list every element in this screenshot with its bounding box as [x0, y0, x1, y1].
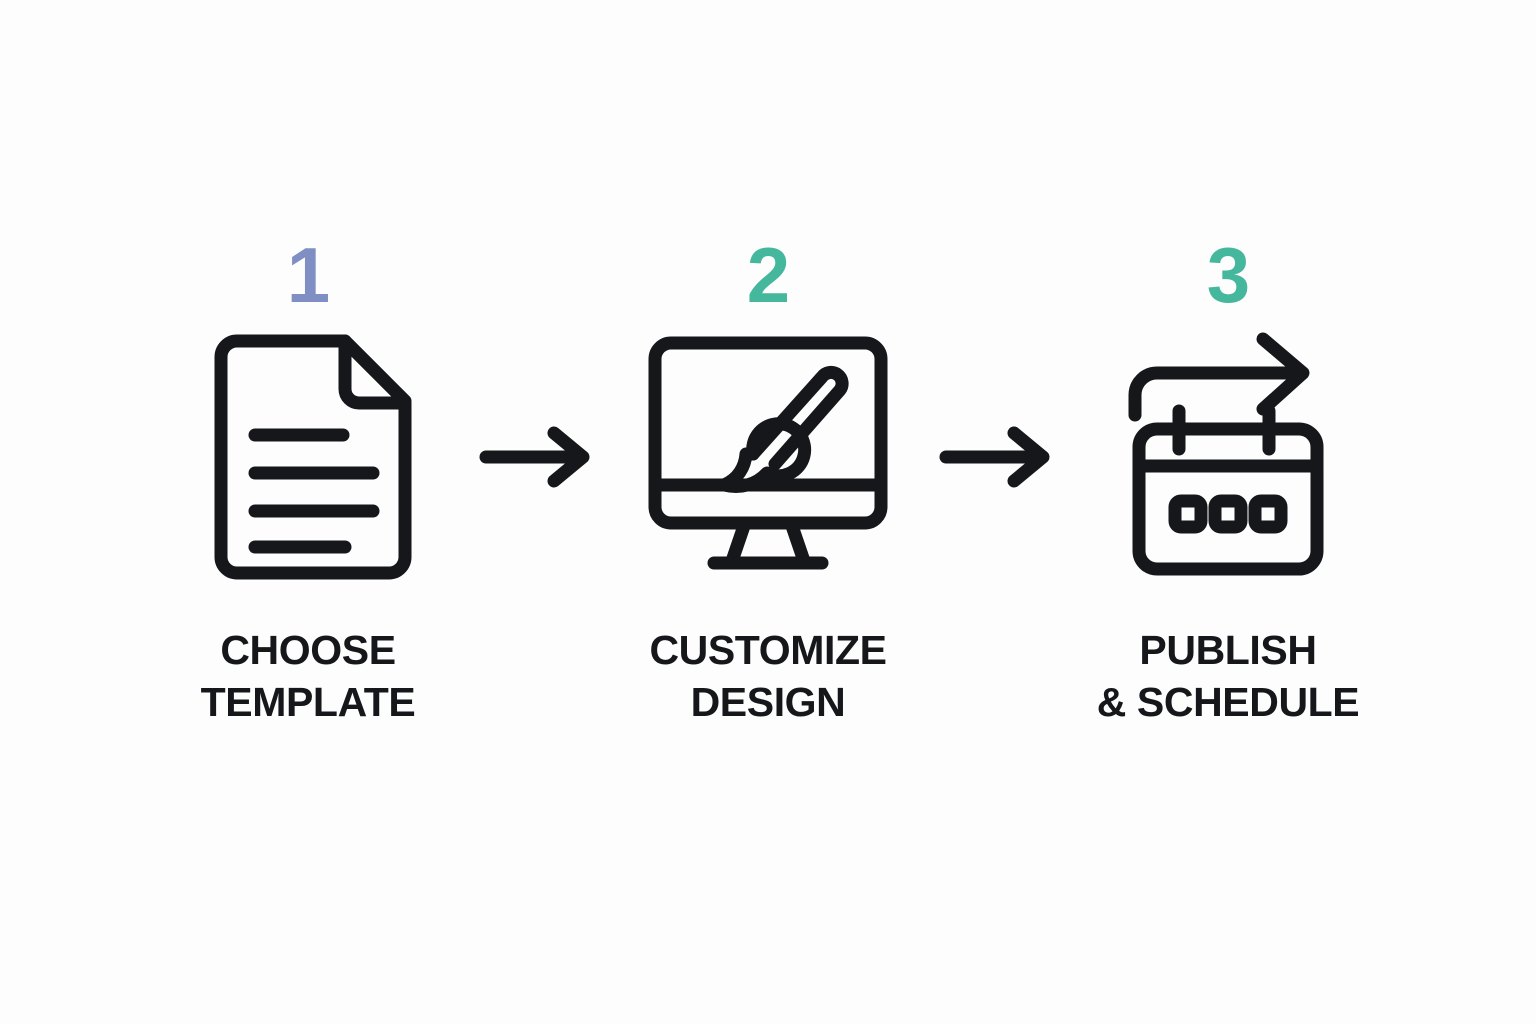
- step-label-1: CHOOSE TEMPLATE: [200, 627, 416, 726]
- calendar-day-box-2: [1208, 494, 1248, 534]
- calendar-day-box-1: [1168, 494, 1208, 534]
- step-1: 1 CHOOSE TEMPLATE: [158, 232, 458, 729]
- arrow-right-icon: [939, 426, 1050, 488]
- step-2: 2 CUSTOMIZE DESI: [618, 232, 918, 729]
- arrow-head: [547, 426, 590, 488]
- brush-bristles: [717, 417, 812, 493]
- page-outline: [214, 334, 412, 580]
- monitor-paintbrush-icon: [648, 332, 888, 582]
- step-label-2: CUSTOMIZE DESIGN: [649, 627, 887, 726]
- calendar-share-glyph: [1128, 332, 1324, 576]
- brush-handle: [746, 365, 849, 471]
- connector-arrow-1: [458, 332, 618, 582]
- step-number-1: 1: [286, 231, 330, 319]
- calendar-body: [1132, 422, 1324, 576]
- connector-arrow-2: [918, 332, 1078, 582]
- monitor-screen-frame: [648, 336, 888, 530]
- calendar-share-arrow-icon: [1108, 332, 1348, 582]
- document-lines-glyph: [214, 334, 412, 580]
- monitor-stand-right: [784, 516, 811, 568]
- step-number-3: 3: [1206, 231, 1250, 319]
- page-fold: [338, 334, 412, 410]
- step-label-3: PUBLISH & SCHEDULE: [1096, 627, 1360, 726]
- arrow-head: [1007, 426, 1050, 488]
- step-3: 3 P: [1078, 232, 1378, 729]
- monitor-stand-left: [725, 516, 752, 568]
- step-number-2: 2: [746, 231, 790, 319]
- share-arrow-curve: [1128, 366, 1298, 422]
- document-lines-icon: [188, 332, 428, 582]
- monitor-paintbrush-glyph: [648, 336, 888, 570]
- share-arrow-head: [1256, 332, 1310, 416]
- arrow-right-icon: [479, 426, 590, 488]
- calendar-day-box-3: [1248, 494, 1288, 534]
